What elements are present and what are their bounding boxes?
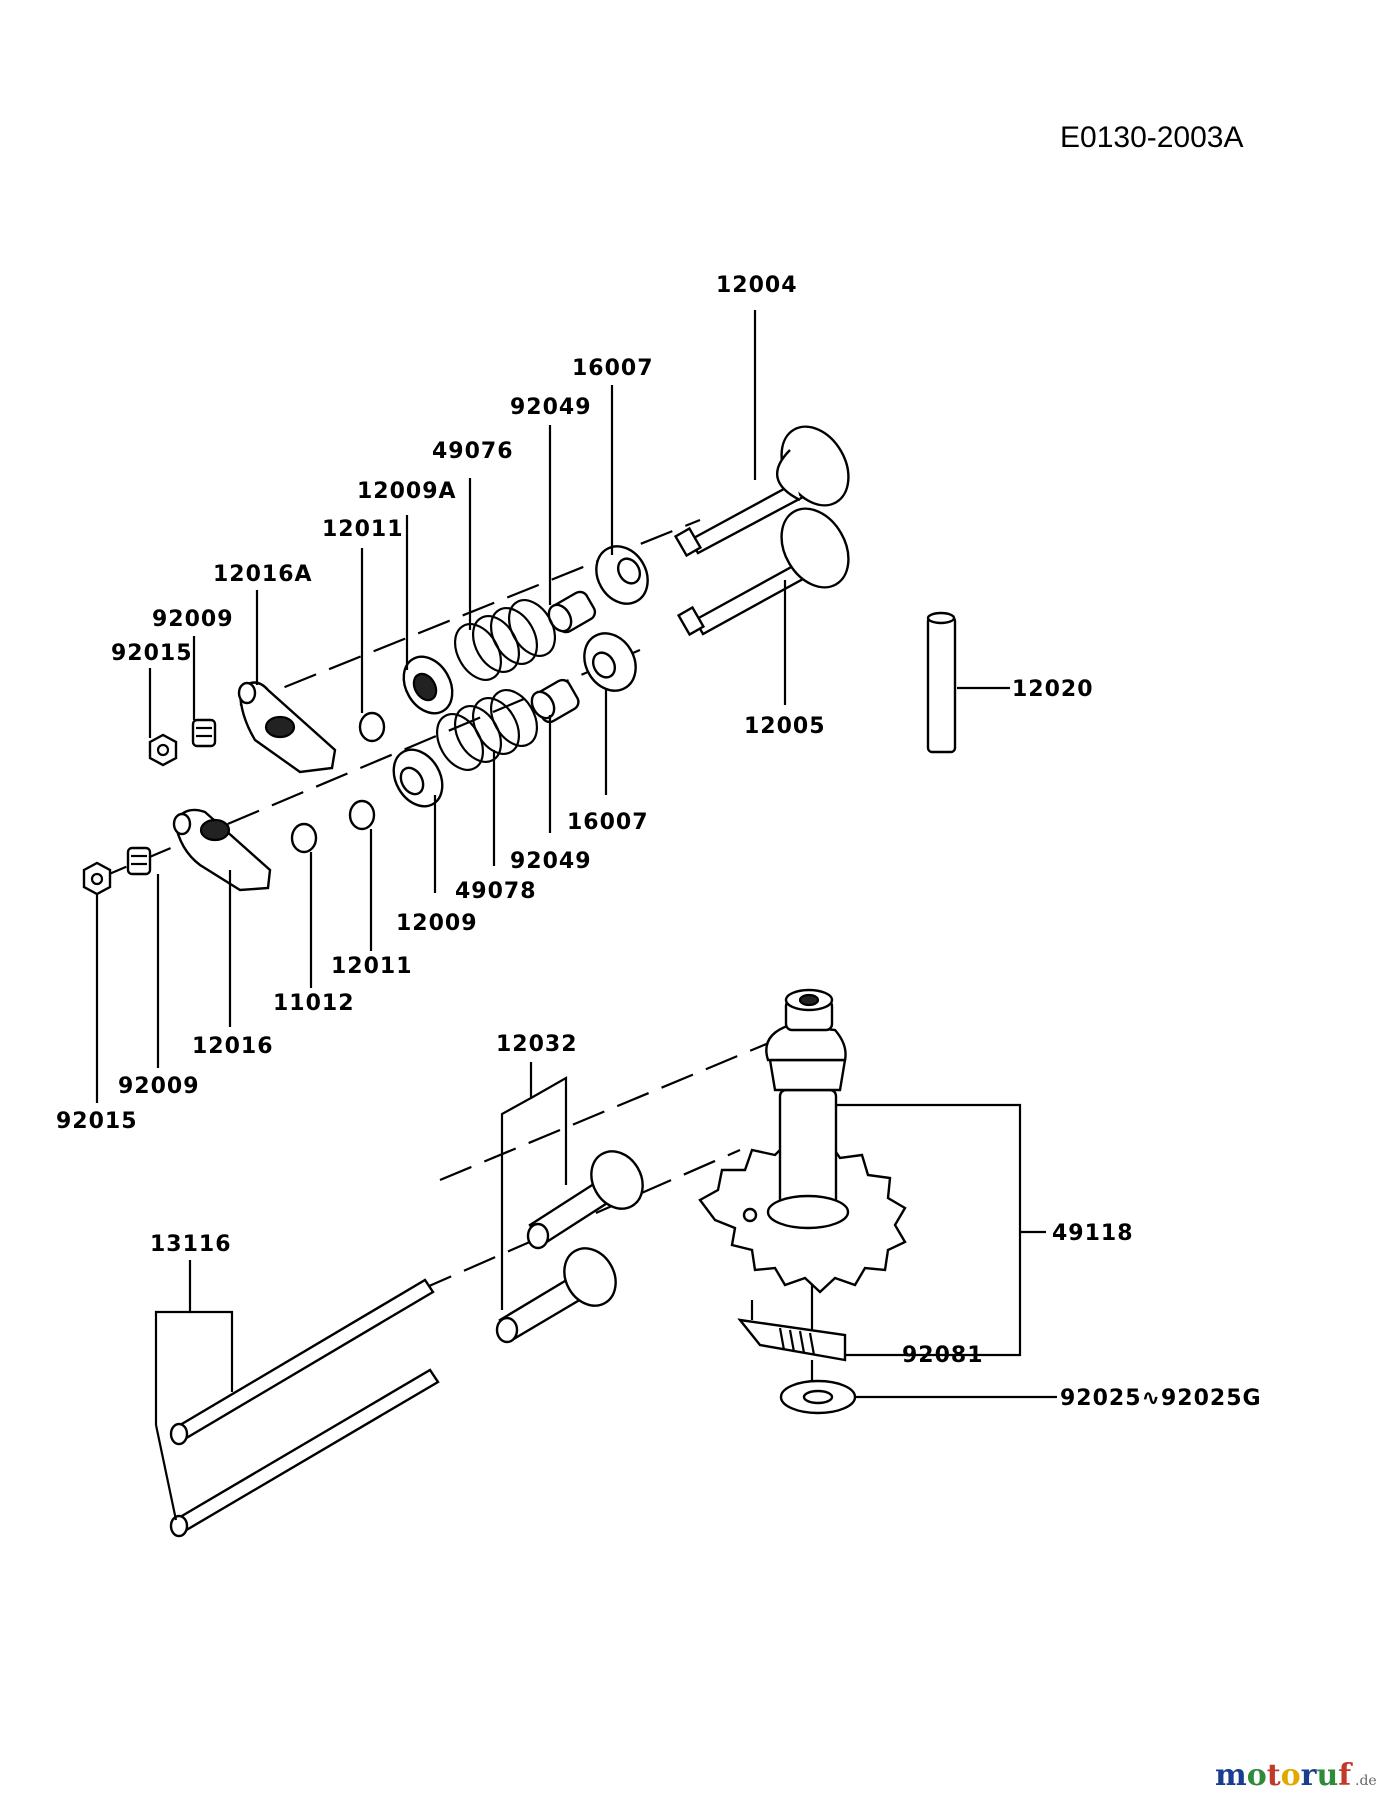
part-label-92049-lower: 92049 bbox=[510, 849, 592, 874]
part-label-92049-upper: 92049 bbox=[510, 395, 592, 420]
push-rod-upper bbox=[169, 1278, 435, 1446]
part-label-12009: 12009 bbox=[396, 911, 478, 936]
part-label-11012: 11012 bbox=[273, 991, 355, 1016]
valve-cap-upper bbox=[358, 711, 386, 743]
diagram-code: E0130-2003A bbox=[1060, 121, 1244, 154]
part-label-92025: 92025∿92025G bbox=[1060, 1386, 1262, 1411]
part-label-12005: 12005 bbox=[744, 714, 826, 739]
part-label-49118: 49118 bbox=[1052, 1221, 1134, 1246]
part-label-12016: 12016 bbox=[192, 1034, 274, 1059]
camshaft bbox=[698, 988, 907, 1294]
part-label-12020: 12020 bbox=[1012, 677, 1094, 702]
valve-cap-11012 bbox=[290, 822, 318, 854]
rocker-shaft-pin bbox=[926, 611, 957, 754]
exhaust-valve bbox=[676, 507, 850, 637]
rocker-arm-lower bbox=[172, 808, 272, 892]
part-label-49078: 49078 bbox=[455, 879, 537, 904]
spring-seat-lower bbox=[392, 748, 444, 808]
tappet-lower bbox=[495, 1247, 617, 1344]
motoruf-logo: motoruf .de bbox=[1215, 1758, 1376, 1793]
rocker-arm-upper bbox=[237, 681, 337, 774]
rocker-adjuster-lower bbox=[126, 846, 152, 876]
valve-collet-upper bbox=[547, 590, 597, 634]
part-label-92009-lower: 92009 bbox=[118, 1074, 200, 1099]
part-label-12016A: 12016A bbox=[213, 562, 313, 587]
part-label-92081: 92081 bbox=[902, 1343, 984, 1368]
part-label-12004: 12004 bbox=[716, 273, 798, 298]
valve-collet-lower bbox=[530, 678, 580, 724]
intake-valve bbox=[673, 425, 850, 558]
part-label-92015-lower: 92015 bbox=[56, 1109, 138, 1134]
part-label-12011-lower: 12011 bbox=[331, 954, 413, 979]
rocker-nut-lower bbox=[82, 861, 112, 896]
part-label-13116: 13116 bbox=[150, 1232, 232, 1257]
valve-retainer-upper bbox=[595, 545, 649, 605]
tappet-upper bbox=[526, 1150, 644, 1250]
rocker-nut-upper bbox=[148, 733, 178, 767]
valve-spring-lower bbox=[435, 689, 539, 771]
rocker-adjuster-upper bbox=[191, 718, 217, 748]
valve-retainer-lower bbox=[583, 632, 637, 692]
svg-text:motoruf: motoruf bbox=[1215, 1758, 1353, 1793]
part-label-92009-upper: 92009 bbox=[152, 607, 234, 632]
part-label-16007-upper: 16007 bbox=[572, 356, 654, 381]
part-label-12032: 12032 bbox=[496, 1032, 578, 1057]
camshaft-washer bbox=[779, 1360, 857, 1415]
part-label-12011-upper: 12011 bbox=[322, 517, 404, 542]
valve-spring-upper bbox=[453, 599, 557, 681]
push-rod-lower bbox=[169, 1368, 440, 1538]
part-label-12009A: 12009A bbox=[357, 479, 457, 504]
compression-release-spring bbox=[737, 1285, 847, 1362]
leader-lines bbox=[95, 310, 1057, 1521]
part-label-92015-upper: 92015 bbox=[111, 641, 193, 666]
part-label-49076: 49076 bbox=[432, 439, 514, 464]
svg-text:.de: .de bbox=[1355, 1773, 1376, 1789]
part-label-16007-lower: 16007 bbox=[567, 810, 649, 835]
valve-cap-lower bbox=[348, 799, 376, 831]
spring-seat-upper bbox=[402, 655, 454, 715]
